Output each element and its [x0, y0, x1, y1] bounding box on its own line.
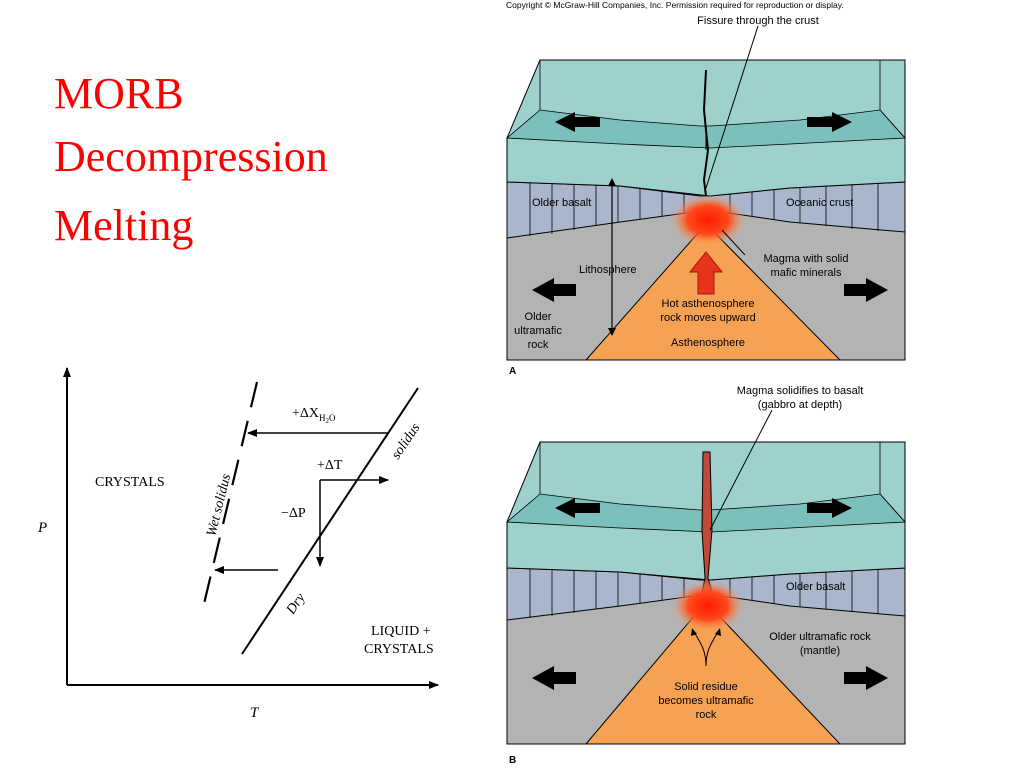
residue-label-line3: rock: [696, 709, 717, 721]
panel-b-letter: B: [509, 755, 516, 766]
lithosphere-label: Lithosphere: [579, 264, 637, 276]
older-basalt-label-a: Older basalt: [532, 197, 591, 209]
magma-solidifies-line2: (gabbro at depth): [758, 399, 842, 411]
crust-columns: [529, 183, 879, 236]
wet-solidus-label: Wet solidus: [204, 472, 234, 538]
residue-label-line2: becomes ultramafic: [658, 695, 754, 707]
magma-leader: [721, 229, 746, 256]
fissure-label: Fissure through the crust: [697, 15, 819, 27]
right-mantle-arrow: [844, 278, 888, 302]
oceanic-crust-label: Oceanic crust: [786, 197, 853, 209]
phase-diagram: P T +ΔXH2O +ΔT −ΔP CRYSTALS LIQUID + CRY…: [37, 367, 439, 721]
right-plate-arrow-b: [807, 498, 852, 518]
right-plate-arrow: [807, 112, 852, 132]
older-ultramafic-line2: ultramafic: [514, 325, 562, 337]
liquid-label-line1: LIQUID +: [371, 624, 431, 639]
left-mantle-arrow: [532, 278, 576, 302]
hot-asthenosphere-line1: Hot asthenosphere: [662, 298, 755, 310]
delta-t-label: +ΔT: [317, 458, 343, 473]
p-axis-label: P: [37, 520, 47, 536]
magma-solidifies-leader: [709, 409, 773, 531]
magma-glow: [670, 194, 746, 246]
slide-title-morb: MORB: [54, 69, 184, 118]
older-basalt-label-b: Older basalt: [786, 581, 845, 593]
asthenosphere-label: Asthenosphere: [671, 337, 745, 349]
older-ultramafic-line3: rock: [528, 339, 549, 351]
magma-label-line2: mafic minerals: [771, 267, 842, 279]
mantle-label-line1: Older ultramafic rock: [769, 631, 871, 643]
left-plate-arrow-b: [555, 498, 600, 518]
dry-solidus-line: [241, 387, 419, 655]
magma-solidifies-line1: Magma solidifies to basalt: [737, 385, 864, 397]
right-mantle-arrow-b: [844, 666, 888, 690]
older-ultramafic-line1: Older: [525, 311, 552, 323]
delta-p-label: −ΔP: [281, 506, 306, 521]
fissure-line: [702, 69, 710, 197]
panel-b-diagram: Magma solidifies to basalt (gabbro at de…: [505, 385, 906, 766]
panel-a-letter: A: [509, 366, 516, 377]
panel-a-diagram: Fissure through the crust Older basalt O…: [505, 15, 906, 377]
copyright-notice: Copyright © McGraw-Hill Companies, Inc. …: [506, 0, 844, 10]
magma-label-line1: Magma with solid: [764, 253, 849, 265]
wet-solidus-line: [201, 381, 259, 609]
left-plate-arrow: [555, 112, 600, 132]
crystals-label: CRYSTALS: [95, 475, 165, 490]
magma-glow-b: [672, 580, 744, 632]
fissure-leader: [705, 25, 759, 189]
liquid-label-line2: CRYSTALS: [364, 642, 434, 657]
hot-asthenosphere-line2: rock moves upward: [660, 312, 755, 324]
delta-x-label: +ΔXH2O: [292, 406, 336, 425]
dry-label: Dry: [283, 590, 309, 618]
mantle-label-line2: (mantle): [800, 645, 840, 657]
residue-label-line1: Solid residue: [674, 681, 738, 693]
slide-title-melting: Melting: [54, 201, 194, 250]
solidus-label: solidus: [389, 420, 424, 462]
t-axis-label: T: [250, 705, 260, 721]
upwelling-arrow: [688, 251, 724, 295]
asthenosphere-cone-b: [584, 601, 842, 745]
slide-title-decompression: Decompression: [54, 132, 328, 181]
left-mantle-arrow-b: [532, 666, 576, 690]
